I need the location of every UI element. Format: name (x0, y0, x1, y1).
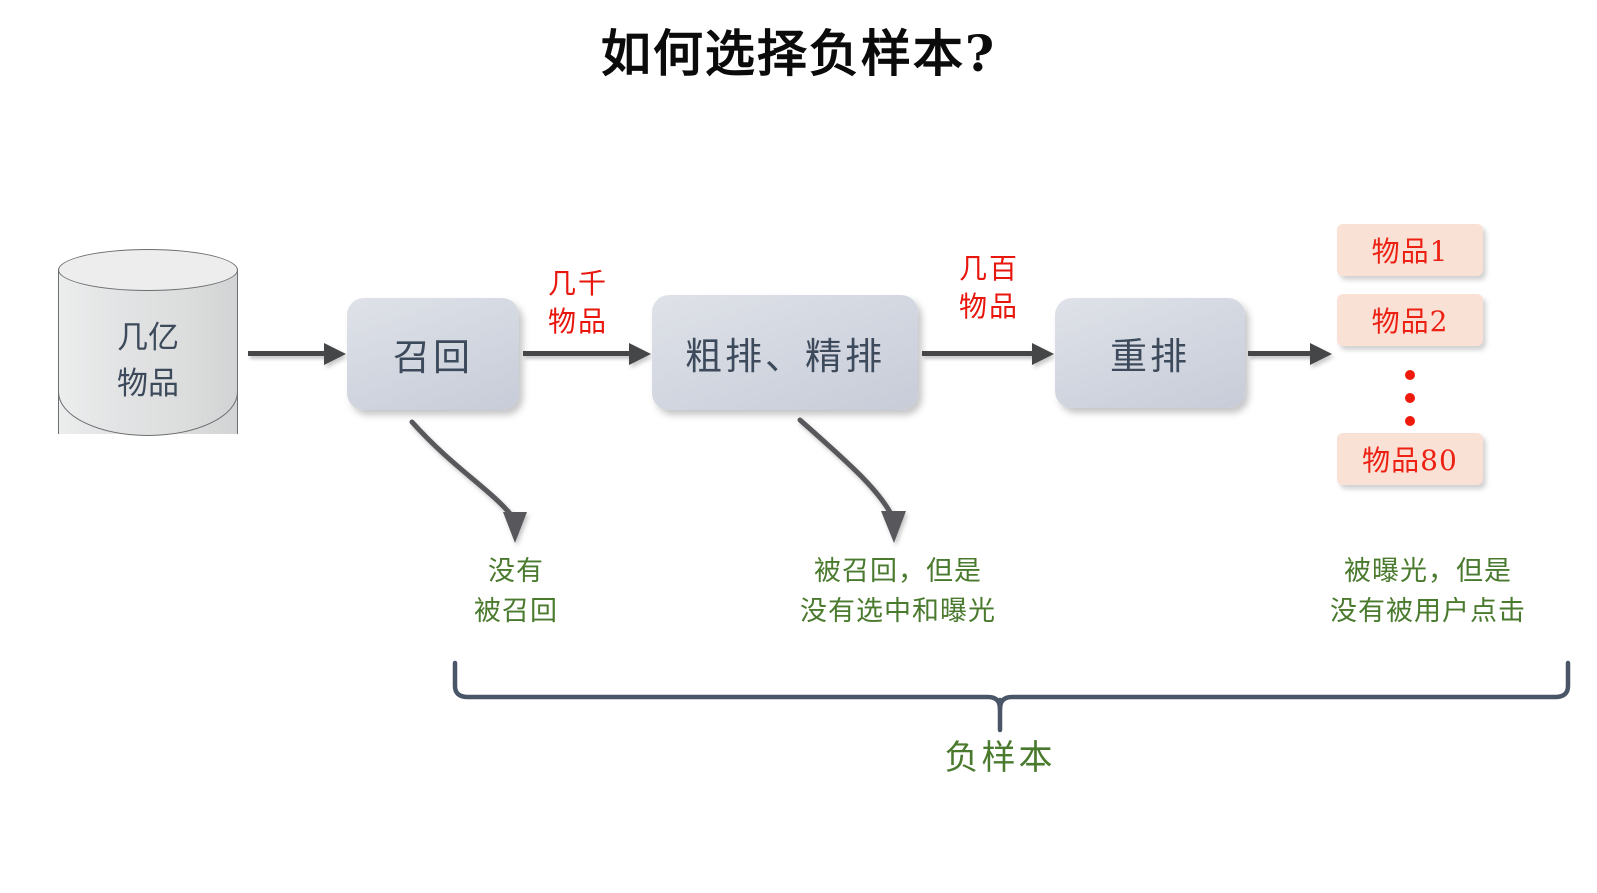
arrow-shaft (922, 351, 1034, 356)
curved-arrow-recall-dropoff (409, 419, 527, 543)
stage-box-rerank[interactable]: 重排 (1055, 298, 1245, 408)
cylinder-top-ellipse (58, 249, 238, 291)
vertical-ellipsis-icon (1393, 370, 1427, 426)
arrow-head-icon (1310, 343, 1332, 365)
brace-label-negative-samples: 负样本 (944, 738, 1056, 778)
arrow-shaft (248, 351, 326, 356)
output-item-2[interactable]: 物品2 (1337, 294, 1483, 346)
flow-label-thousands: 几千 物品 (547, 267, 608, 338)
output-item-1[interactable]: 物品1 (1337, 224, 1483, 276)
curved-arrow-rank-dropoff (797, 417, 906, 543)
note-not-exposed: 被召回，但是 没有选中和曝光 (800, 556, 996, 627)
negative-sample-brace (452, 660, 1571, 733)
arrow-shaft (523, 351, 631, 356)
items-database-cylinder: 几亿 物品 (58, 249, 248, 454)
arrow-database-to-recall (248, 343, 348, 365)
stage-box-rank[interactable]: 粗排、精排 (652, 295, 918, 410)
page-title: 如何选择负样本? (600, 24, 997, 83)
cylinder-label: 几亿 物品 (117, 320, 179, 402)
arrow-rank-to-rerank (922, 343, 1056, 365)
arrow-head-icon (629, 343, 651, 365)
dot-icon (1405, 416, 1415, 426)
output-item-80[interactable]: 物品80 (1337, 433, 1483, 485)
arrow-shaft (1248, 351, 1312, 356)
dot-icon (1405, 393, 1415, 403)
arrow-head-icon (1032, 343, 1054, 365)
flow-label-hundreds: 几百 物品 (958, 252, 1019, 323)
note-not-clicked: 被曝光，但是 没有被用户点击 (1330, 556, 1526, 627)
arrow-rerank-to-output (1248, 343, 1334, 365)
arrow-head-icon (324, 343, 346, 365)
note-not-recalled: 没有 被召回 (474, 556, 558, 627)
arrow-recall-to-rank (523, 343, 653, 365)
stage-box-recall[interactable]: 召回 (347, 298, 519, 410)
dot-icon (1405, 370, 1415, 380)
